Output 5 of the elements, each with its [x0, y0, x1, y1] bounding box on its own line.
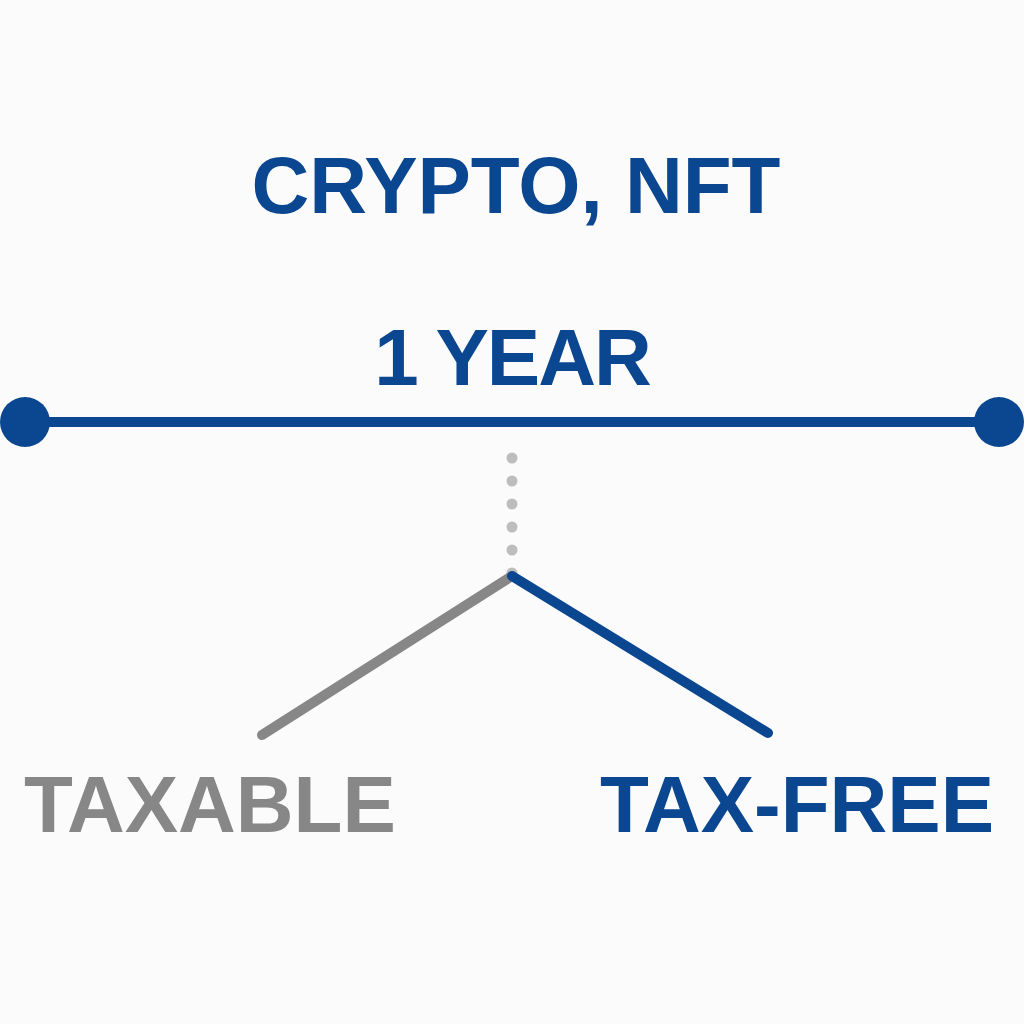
timeline-label: 1 YEAR	[374, 318, 650, 398]
category-label: TAXABLE	[24, 765, 396, 845]
category-label: TAX-FREE	[600, 765, 995, 845]
title: CRYPTO, NFT	[251, 146, 781, 226]
connector-line	[507, 571, 773, 738]
